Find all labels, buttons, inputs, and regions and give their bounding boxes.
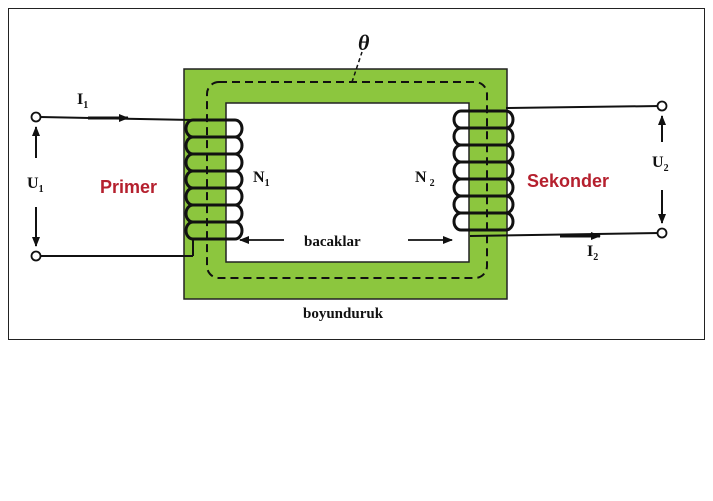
flux-path: [206, 81, 488, 279]
n1-label: N1: [253, 169, 270, 189]
primary-top-terminal: [30, 111, 42, 123]
primary-label: Primer: [100, 177, 157, 197]
u2-label: U2: [652, 154, 669, 174]
primary-bottom-terminal: [30, 250, 42, 262]
u1-label: U1: [27, 175, 44, 195]
legs-label: bacaklar: [304, 234, 361, 250]
i2-label: I2: [587, 243, 598, 263]
secondary-bottom-terminal: [656, 227, 668, 239]
secondary-top-wire: [505, 105, 661, 109]
flux-pointer: [351, 51, 363, 83]
secondary-winding: [452, 109, 515, 232]
transformer-core: [183, 68, 508, 300]
flux-symbol: θ: [358, 30, 370, 55]
diagram-frame: [8, 8, 705, 340]
secondary-label: Sekonder: [527, 171, 609, 191]
secondary-top-terminal: [656, 100, 668, 112]
primary-winding: [184, 118, 244, 241]
yoke-label: boyunduruk: [303, 306, 384, 322]
i1-label: I1: [77, 91, 88, 111]
